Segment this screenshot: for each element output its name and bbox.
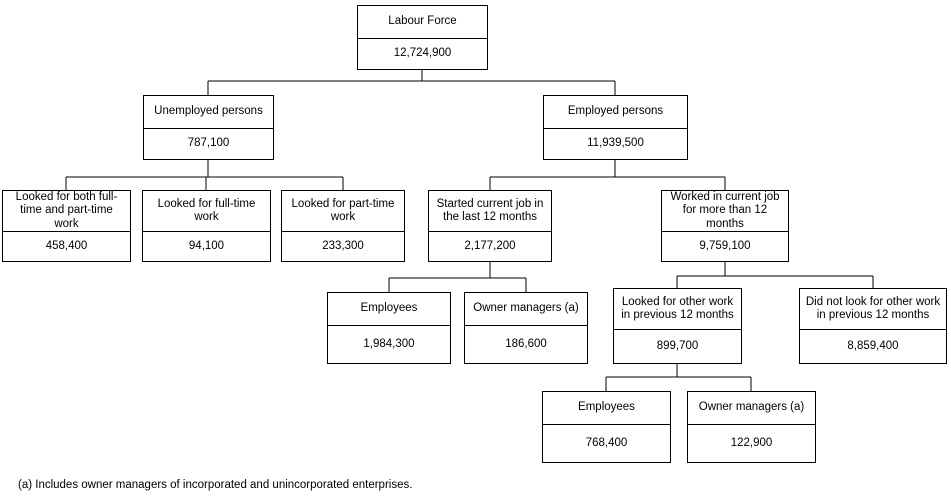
- node-employees-looked-other: Employees 768,400: [542, 391, 671, 463]
- node-label: Employed persons: [544, 96, 687, 129]
- node-value: 768,400: [585, 436, 628, 449]
- node-worked-current-job: Worked in current job for more than 12 m…: [661, 190, 789, 262]
- node-value: 11,939,500: [587, 137, 644, 150]
- node-employed-persons: Employed persons 11,939,500: [543, 95, 688, 160]
- node-value: 186,600: [505, 337, 547, 350]
- node-value: 1,984,300: [363, 337, 415, 350]
- node-label: Started current job in the last 12 month…: [429, 191, 551, 232]
- node-label: Looked for part-time work: [282, 191, 404, 232]
- node-label: Looked for full-time work: [143, 191, 270, 232]
- node-looked-other-work: Looked for other work in previous 12 mon…: [613, 288, 742, 364]
- node-started-current-job: Started current job in the last 12 month…: [428, 190, 552, 262]
- node-value: 458,400: [45, 239, 88, 252]
- node-value: 9,759,100: [699, 239, 751, 252]
- node-looked-both-full-part-time: Looked for both full-time and part-time …: [2, 190, 131, 262]
- footnote-text: (a) Includes owner managers of incorpora…: [18, 479, 413, 491]
- node-label: Employees: [328, 293, 450, 326]
- node-value: 8,859,400: [847, 339, 899, 352]
- node-label: Unemployed persons: [144, 96, 273, 129]
- node-label: Did not look for other work in previous …: [800, 289, 946, 330]
- node-label: Labour Force: [358, 6, 487, 39]
- node-value: 233,300: [322, 239, 364, 252]
- node-label: Employees: [543, 392, 670, 425]
- node-looked-part-time: Looked for part-time work 233,300: [281, 190, 405, 262]
- node-value: 787,100: [187, 137, 230, 150]
- node-employees-started: Employees 1,984,300: [327, 292, 451, 364]
- node-label: Owner managers (a): [465, 293, 587, 326]
- node-value: 94,100: [188, 239, 225, 252]
- node-unemployed-persons: Unemployed persons 787,100: [143, 95, 274, 160]
- node-label: Worked in current job for more than 12 m…: [662, 191, 788, 232]
- node-did-not-look-other-work: Did not look for other work in previous …: [799, 288, 947, 364]
- node-value: 122,900: [730, 436, 773, 449]
- node-owner-managers-started: Owner managers (a) 186,600: [464, 292, 588, 364]
- node-value: 899,700: [656, 339, 699, 352]
- node-value: 12,724,900: [393, 47, 452, 60]
- node-looked-full-time: Looked for full-time work 94,100: [142, 190, 271, 262]
- node-label: Looked for other work in previous 12 mon…: [614, 289, 741, 330]
- node-owner-managers-looked-other: Owner managers (a) 122,900: [687, 391, 816, 463]
- node-value: 2,177,200: [464, 239, 516, 252]
- node-label: Owner managers (a): [688, 392, 815, 425]
- node-label: Looked for both full-time and part-time …: [3, 191, 130, 232]
- node-labour-force: Labour Force 12,724,900: [357, 5, 488, 70]
